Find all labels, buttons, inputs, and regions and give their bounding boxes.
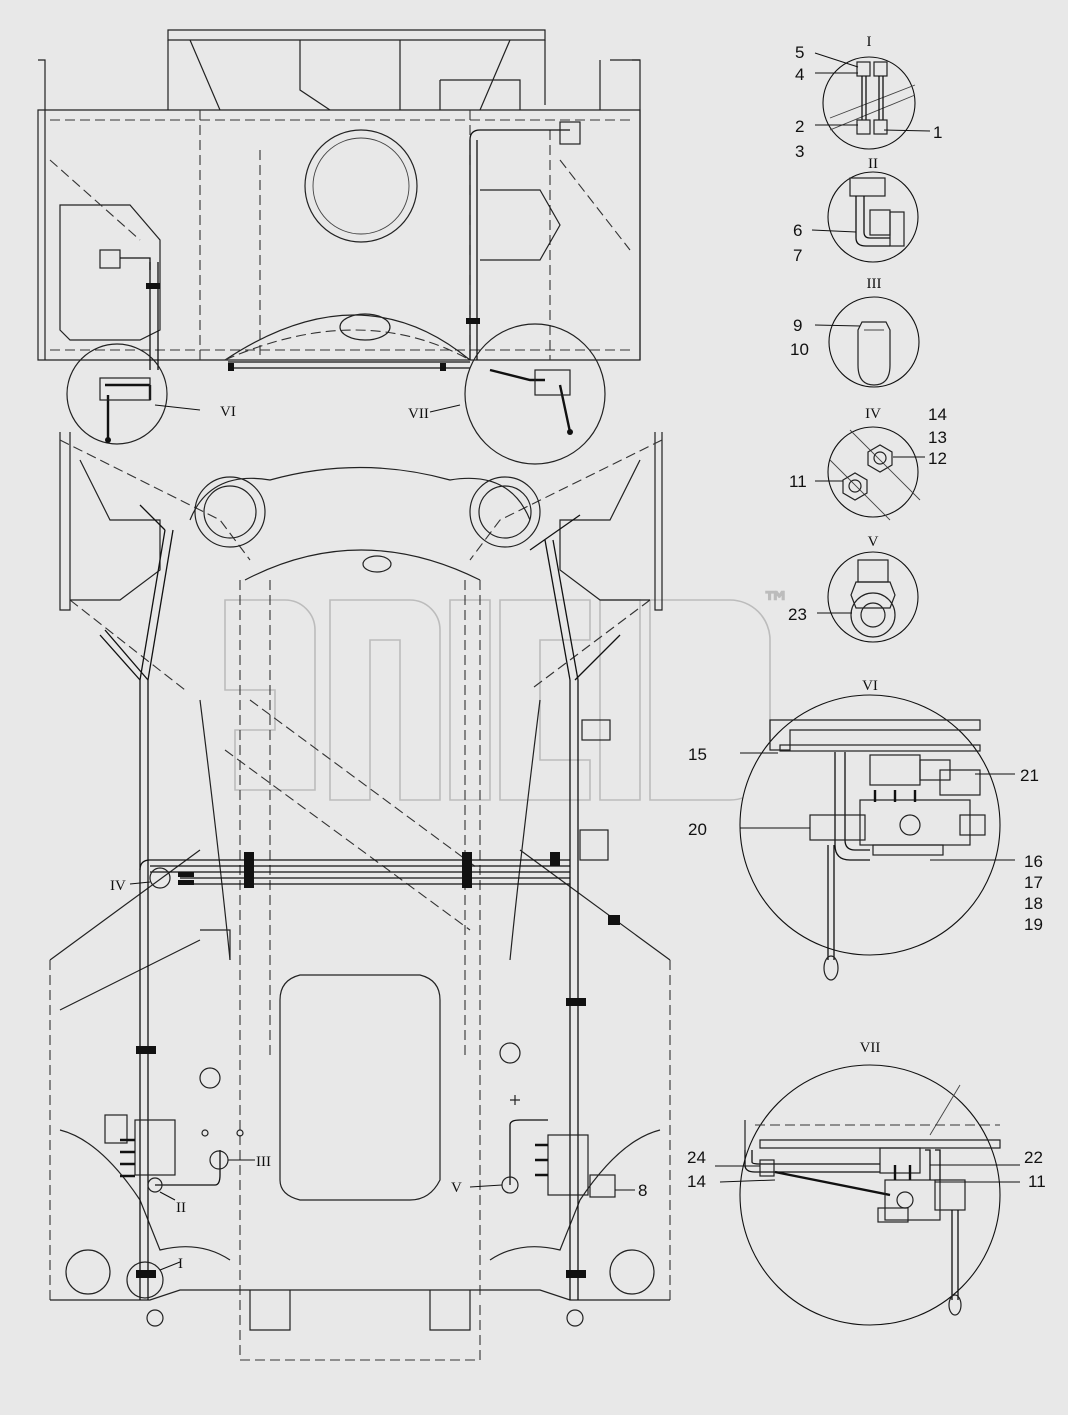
detail-label-vii: VII: [860, 1040, 881, 1056]
detail-label-ii: II: [868, 156, 878, 172]
callout-d6-19: 19: [1024, 915, 1043, 934]
callout-d6-17: 17: [1024, 873, 1043, 892]
detail-ii: II 6 7: [793, 156, 919, 265]
detail-vi: VI 15 21 20 16 17 18 19: [688, 678, 1043, 981]
main-label-i: I: [178, 1256, 183, 1272]
callout-d4-13: 13: [928, 428, 947, 447]
detail-vii: VII 24 14 22 11: [687, 1040, 1046, 1326]
main-label-iv: IV: [110, 878, 126, 894]
main-label-ii: II: [176, 1200, 186, 1216]
callout-d7-14: 14: [687, 1172, 706, 1191]
callout-d6-16: 16: [1024, 852, 1043, 871]
callout-d7-24: 24: [687, 1148, 706, 1167]
detail-label-iv: IV: [865, 406, 881, 422]
top-frame: [37, 29, 641, 371]
callout-d3-10: 10: [790, 340, 809, 359]
callout-d6-18: 18: [1024, 894, 1043, 913]
callout-d1-2: 2: [795, 117, 804, 136]
callout-8: 8: [638, 1181, 647, 1200]
callout-d2-6: 6: [793, 221, 802, 240]
callout-d1-4: 4: [795, 65, 804, 84]
detail-label-vi: VI: [862, 678, 878, 694]
callout-d6-15: 15: [688, 745, 707, 764]
detail-iv: IV 14 13 12 11: [789, 405, 947, 521]
detail-label-i: I: [867, 34, 872, 50]
callout-d2-7: 7: [793, 246, 802, 265]
callout-d7-11: 11: [1028, 1172, 1046, 1191]
callout-d6-21: 21: [1020, 766, 1039, 785]
callout-d1-1: 1: [933, 123, 942, 142]
detail-i: I 5 4 2 3 1: [795, 34, 942, 161]
watermark: ™: [224, 585, 791, 801]
top-detail-circles: VI VII: [66, 323, 606, 465]
callout-d1-3: 3: [795, 142, 804, 161]
detail-v: V 23: [788, 534, 919, 643]
callout-d4-14: 14: [928, 405, 947, 424]
callout-d4-11: 11: [789, 472, 807, 491]
main-label-v: V: [451, 1180, 462, 1196]
lower-frame: I II III IV V 8: [49, 432, 671, 1361]
main-label-vi: VI: [220, 404, 236, 420]
main-label-vii: VII: [408, 406, 429, 422]
callout-d5-23: 23: [788, 605, 807, 624]
detail-label-v: V: [868, 534, 879, 550]
callout-d7-22: 22: [1024, 1148, 1043, 1167]
detail-label-iii: III: [867, 276, 882, 292]
watermark-trademark: ™: [762, 586, 790, 619]
callout-d1-5: 5: [795, 43, 804, 62]
callout-d3-9: 9: [793, 316, 802, 335]
callout-d4-12: 12: [928, 449, 947, 468]
callout-d6-20: 20: [688, 820, 707, 839]
main-label-iii: III: [256, 1154, 271, 1170]
detail-iii: III 9 10: [790, 276, 920, 388]
